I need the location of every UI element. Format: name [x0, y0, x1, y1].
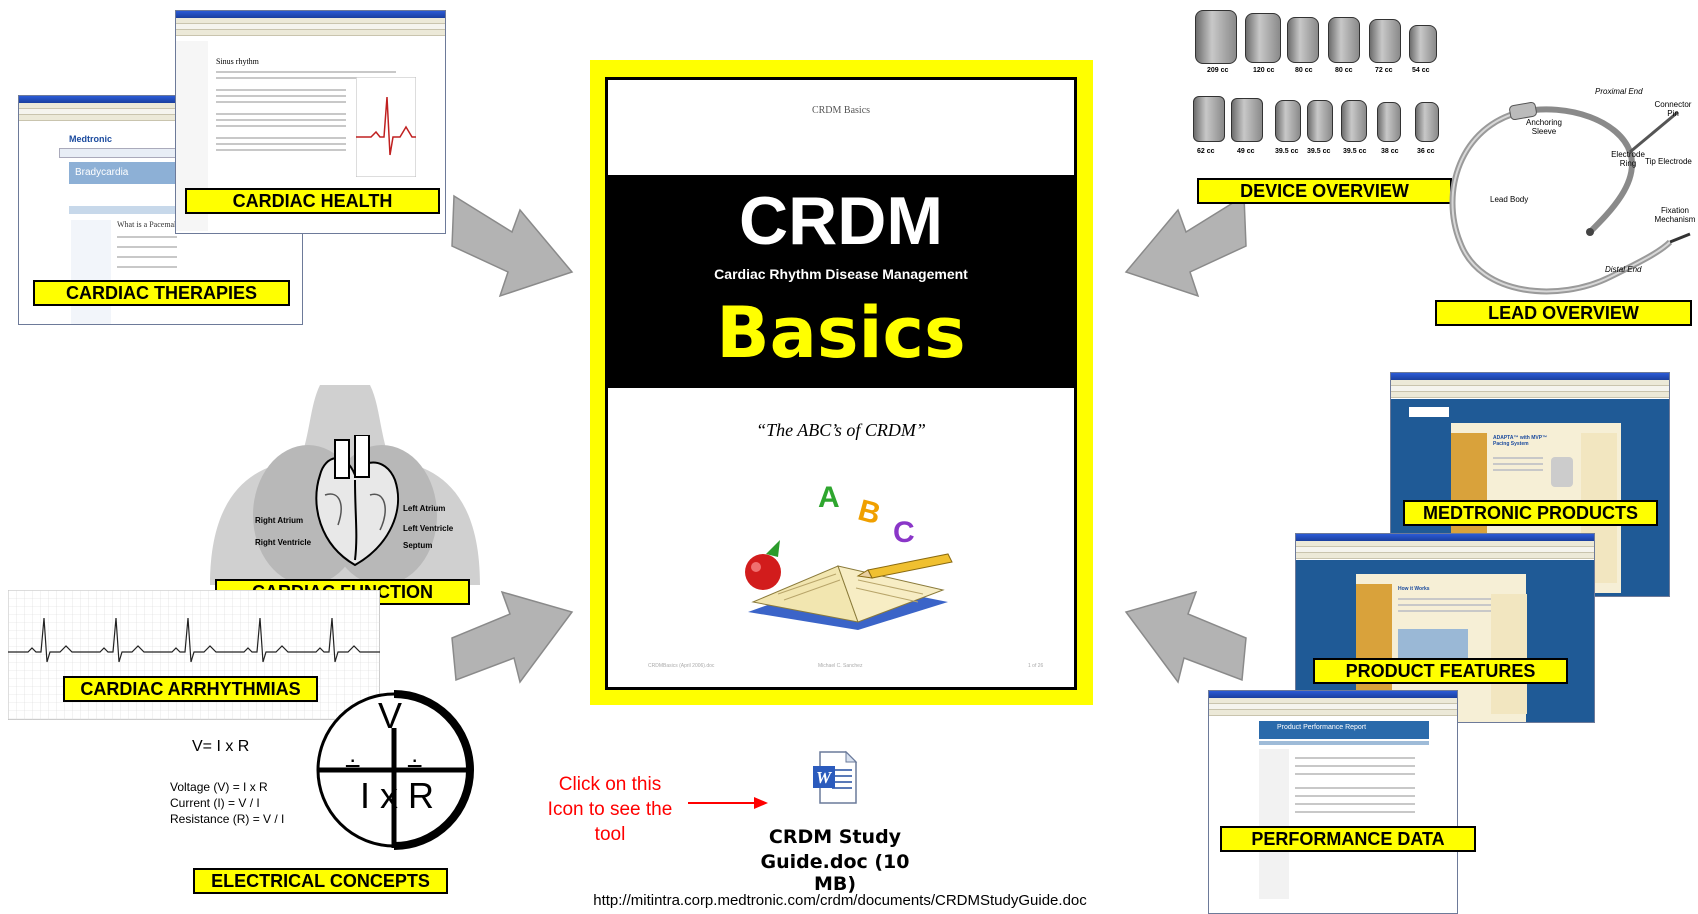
label-right-atrium: Right Atrium — [255, 516, 304, 525]
abc-book-illustration: A B C — [745, 481, 953, 630]
device-vol-11: 39.5 cc — [1343, 148, 1367, 155]
therapies-heading-band: Bradycardia — [69, 162, 209, 184]
word-document-icon[interactable]: W — [812, 750, 858, 805]
cover-footer-right: 1 of 26 — [1028, 663, 1044, 669]
arrow-top-right — [1124, 194, 1247, 298]
doc-name-line2[interactable]: Guide.doc (10 MB) — [760, 851, 910, 895]
banner-product-features: PRODUCT FEATURES — [1313, 658, 1568, 684]
ohms-divide-right: ÷ — [407, 750, 423, 781]
device-vol-13: 36 cc — [1417, 148, 1435, 155]
device-vol-5: 72 cc — [1375, 67, 1393, 74]
performance-data-screenshot[interactable]: Product Performance Report — [1208, 690, 1458, 914]
red-arrow — [688, 797, 768, 809]
cover-frame: CRDM Basics CRDM Cardiac Rhythm Disease … — [590, 60, 1093, 705]
ohms-voltage: Voltage (V) = I x R — [170, 780, 268, 794]
perf-heading: Product Performance Report — [1277, 724, 1367, 731]
ohms-divide-left: ÷ — [345, 750, 361, 781]
ohms-current: Current (I) = V / I — [170, 796, 260, 810]
cover-footer-left: CRDMBasics (April 2006).doc — [648, 663, 715, 669]
device-vol-2: 120 cc — [1253, 67, 1275, 74]
device-row-2: 62 cc 49 cc 39.5 cc 39.5 cc 39.5 cc 38 c… — [1193, 92, 1468, 164]
ohms-resistance: Resistance (R) = V / I — [170, 812, 285, 826]
lead-diagram — [1449, 101, 1691, 295]
features-heading: How it Works — [1398, 586, 1430, 592]
ohms-circle-ixr: I x R — [360, 775, 435, 816]
device-vol-4: 80 cc — [1335, 67, 1353, 74]
device-vol-12: 38 cc — [1381, 148, 1399, 155]
device-vol-9: 39.5 cc — [1275, 148, 1299, 155]
label-lead-body: Lead Body — [1490, 195, 1529, 204]
cover-subtitle: Cardiac Rhythm Disease Management — [714, 266, 968, 282]
banner-medtronic-products: MEDTRONIC PRODUCTS — [1403, 500, 1658, 526]
label-fixation-mechanism: Fixation Mechanism — [1654, 206, 1696, 224]
letter-c: C — [893, 516, 915, 549]
label-electrode-ring: Electrode Ring — [1611, 150, 1645, 168]
label-anchoring-sleeve: Anchoring Sleeve — [1525, 118, 1563, 136]
products-heading: ADAPTA™ with MVP™ Pacing System — [1493, 435, 1548, 447]
label-septum: Septum — [403, 541, 433, 550]
cover-basics: Basics — [716, 292, 966, 374]
cover-footer-mid: Michael C. Sanchez — [818, 663, 863, 669]
cta-text: Click on this Icon to see the tool — [547, 774, 673, 845]
cover-tagline: “The ABC’s of CRDM” — [756, 420, 926, 440]
label-left-ventricle: Left Ventricle — [403, 524, 454, 533]
arrow-top-left — [451, 194, 574, 298]
label-left-atrium: Left Atrium — [403, 504, 446, 513]
banner-electrical-concepts: ELECTRICAL CONCEPTS — [193, 868, 448, 894]
cover-header: CRDM Basics — [811, 105, 871, 116]
banner-performance-data: PERFORMANCE DATA — [1220, 826, 1476, 852]
therapies-heading: Bradycardia — [75, 167, 129, 178]
ohms-law-circle — [316, 690, 474, 850]
banner-cardiac-therapies: CARDIAC THERAPIES — [33, 280, 290, 306]
banner-cardiac-health: CARDIAC HEALTH — [185, 188, 440, 214]
cover-page: CRDM Basics CRDM Cardiac Rhythm Disease … — [605, 77, 1077, 690]
device-vol-7: 62 cc — [1197, 148, 1215, 155]
banner-cardiac-arrhythmias: CARDIAC ARRHYTHMIAS — [63, 676, 318, 702]
device-vol-8: 49 cc — [1237, 148, 1255, 155]
letter-b: B — [855, 494, 884, 531]
device-row-1: 209 cc 120 cc 80 cc 80 cc 72 cc 54 cc — [1195, 5, 1465, 75]
medtronic-logo: Medtronic — [69, 134, 113, 144]
ohms-law-formula: V= I x R — [192, 738, 250, 755]
label-proximal-end: Proximal End — [1595, 87, 1643, 96]
device-vol-6: 54 cc — [1412, 67, 1430, 74]
label-tip-electrode: Tip Electrode — [1645, 157, 1692, 166]
device-vol-1: 209 cc — [1207, 67, 1229, 74]
doc-url-link[interactable]: http://mitintra.corp.medtronic.com/crdm/… — [593, 892, 1087, 909]
wiki-article-title: Sinus rhythm — [216, 57, 259, 66]
label-connector-pin: Connector Pin — [1654, 100, 1692, 118]
device-vol-3: 80 cc — [1295, 67, 1313, 74]
svg-text:W: W — [816, 768, 833, 787]
arrow-bottom-right — [1124, 590, 1247, 684]
heart-diagram — [315, 435, 400, 567]
doc-name-line1[interactable]: CRDM Study — [768, 826, 902, 848]
banner-device-overview: DEVICE OVERVIEW — [1197, 178, 1452, 204]
therapies-subheading: What is a Pacemaker — [117, 220, 185, 229]
banner-lead-overview: LEAD OVERVIEW — [1435, 300, 1692, 326]
label-distal-end: Distal End — [1605, 265, 1642, 274]
cover-title: CRDM — [739, 183, 943, 259]
ecg-waveform-figure — [356, 77, 416, 177]
letter-a: A — [818, 481, 840, 514]
device-vol-10: 39.5 cc — [1307, 148, 1331, 155]
cover-black-band: CRDM Cardiac Rhythm Disease Management B… — [605, 175, 1077, 388]
arrow-bottom-left — [451, 590, 574, 684]
label-right-ventricle: Right Ventricle — [255, 538, 312, 547]
ohms-circle-v: V — [378, 695, 403, 736]
